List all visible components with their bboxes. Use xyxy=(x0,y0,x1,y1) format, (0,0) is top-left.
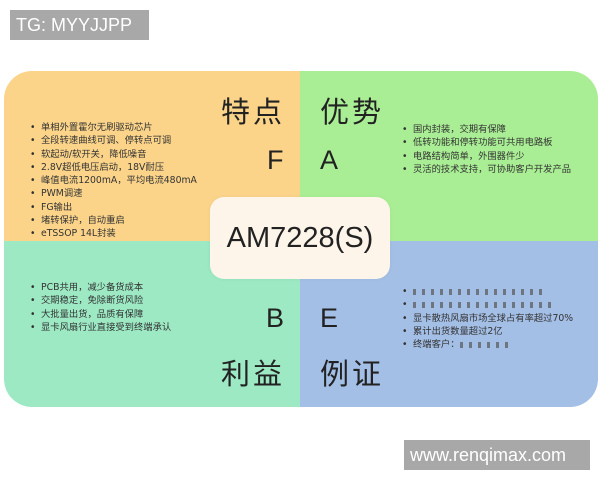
benefits-title: 利益 xyxy=(221,357,286,391)
redacted-text xyxy=(413,301,553,308)
list-item: 显卡散热风扇市场全球占有率超过70% xyxy=(402,312,573,326)
list-item: PCB共用，减少备货成本 xyxy=(30,281,171,295)
list-item: 单相外置霍尔无刷驱动芯片 xyxy=(30,121,197,135)
list-item: 大批量出货，品质有保障 xyxy=(30,308,171,322)
advantages-letter: A xyxy=(320,145,339,175)
product-name: AM7228(S) xyxy=(226,221,374,254)
evidence-letter: E xyxy=(320,303,339,333)
list-item: 终端客户： xyxy=(402,338,573,352)
evidence-title: 例证 xyxy=(320,357,385,391)
list-item: 交期稳定，免除断货风险 xyxy=(30,294,171,308)
list-item: 低转功能和停转功能可共用电路板 xyxy=(402,136,571,150)
benefits-letter: B xyxy=(266,303,285,333)
list-item: 累计出货数量超过2亿 xyxy=(402,325,573,339)
list-item: FG输出 xyxy=(30,201,197,215)
watermark-top: TG: MYYJJPP xyxy=(10,10,149,40)
list-item: 灵活的技术支持，可协助客户开发产品 xyxy=(402,163,571,177)
features-title: 特点 xyxy=(221,95,286,129)
list-item: 国内封装，交期有保障 xyxy=(402,123,571,137)
list-item: 软起动/软开关，降低噪音 xyxy=(30,148,197,162)
redacted-text xyxy=(459,341,510,348)
redacted-text xyxy=(413,288,543,295)
list-item: 堵转保护，自动重启 xyxy=(30,214,197,228)
features-list: 单相外置霍尔无刷驱动芯片 全段转速曲线可调、停转点可调 软起动/软开关，降低噪音… xyxy=(30,121,197,241)
list-item: 显卡风扇行业直接受到终端承认 xyxy=(30,321,171,335)
list-item: 全段转速曲线可调、停转点可调 xyxy=(30,134,197,148)
list-item: 电路结构简单，外围器件少 xyxy=(402,150,571,164)
list-item: eTSSOP 14L封装 xyxy=(30,227,197,241)
advantages-list: 国内封装，交期有保障 低转功能和停转功能可共用电路板 电路结构简单，外围器件少 … xyxy=(402,123,571,176)
watermark-bottom: www.renqimax.com xyxy=(404,440,590,470)
list-item-redacted xyxy=(402,285,573,299)
benefits-list: PCB共用，减少备货成本 交期稳定，免除断货风险 大批量出货，品质有保障 显卡风… xyxy=(30,281,171,334)
evidence-list: 显卡散热风扇市场全球占有率超过70% 累计出货数量超过2亿 终端客户： xyxy=(402,285,573,352)
quadrant-features: 单相外置霍尔无刷驱动芯片 全段转速曲线可调、停转点可调 软起动/软开关，降低噪音… xyxy=(4,71,300,241)
list-item-redacted xyxy=(402,298,573,312)
list-item: PWM调速 xyxy=(30,187,197,201)
product-name-box: AM7228(S) xyxy=(210,197,390,279)
list-item: 2.8V超低电压启动，18V耐压 xyxy=(30,161,197,175)
advantages-title: 优势 xyxy=(320,95,385,129)
list-item: 峰值电流1200mA，平均电流480mA xyxy=(30,174,197,188)
features-letter: F xyxy=(267,145,284,175)
